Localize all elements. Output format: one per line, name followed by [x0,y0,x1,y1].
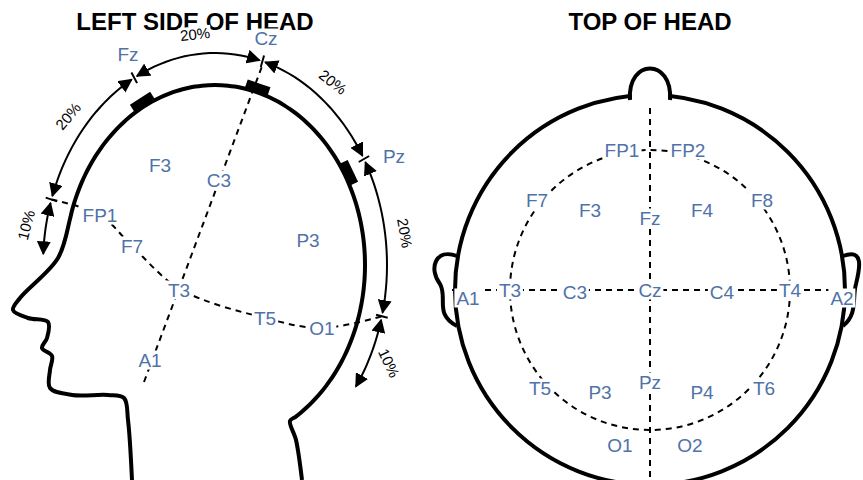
electrode-label: T5 [252,309,278,328]
head-outline [455,95,845,480]
electrode-label: F7 [119,237,145,256]
electrode-label: Fz [637,209,662,228]
electrode-label: Pz [637,373,663,392]
electrode-label: O2 [675,436,704,455]
electrode-label: T3 [497,281,523,300]
percent-label: 20% [178,25,211,43]
measurement-arc [365,162,387,312]
measurement-tick [261,55,264,67]
electrode-label: C3 [205,171,233,190]
view-heading: TOP OF HEAD [568,10,731,34]
measurement-arc [137,53,260,76]
temporal-line [51,199,381,328]
electrode-pad [130,92,156,113]
percent-label: 20% [316,66,350,98]
top-view [434,69,859,480]
electrode-label: Cz [636,281,663,300]
measurement-tick [359,156,369,162]
percent-label: 20% [52,99,84,133]
measurement-arc [52,80,131,196]
percent-label: 20% [395,216,415,250]
electrode-pad [339,160,358,186]
central-line [144,65,262,382]
electrode-label: C4 [708,283,736,302]
electrode-label: FP2 [669,141,708,160]
measurement-tick [131,73,137,84]
electrode-label: T6 [751,379,777,398]
percent-label: 10% [15,207,38,242]
electrode-label: F4 [689,201,715,220]
electrode-label: Pz [381,147,407,166]
electrode-label: C3 [561,283,589,302]
electrode-label: T5 [527,379,553,398]
head-outline [13,85,365,480]
electrode-label: FP1 [81,206,120,225]
electrode-label: P3 [586,383,613,402]
percent-label: 10% [375,345,402,380]
electrode-label: T4 [777,281,803,300]
side-view [13,53,388,480]
electrode-label: O1 [307,319,336,338]
electrode-label: A2 [828,289,855,308]
electrode-label: O1 [605,436,634,455]
electrode-label: F3 [577,201,603,220]
electrode-label: F8 [749,191,775,210]
electrode-label: T3 [166,281,192,300]
electrode-label: A1 [136,351,163,370]
electrode-label: P3 [294,231,321,250]
electrode-label: P4 [688,383,715,402]
measurement-arc [265,62,362,156]
electrode-label: F7 [524,191,550,210]
electrode-label: FP1 [603,141,642,160]
electrode-label: F3 [147,156,173,175]
measurement-arc [43,203,50,254]
electrode-label: A1 [454,289,481,308]
electrode-label: Cz [252,29,279,48]
electrode-label: Fz [115,45,140,64]
electrode-pad [244,79,270,96]
nose [630,69,670,101]
